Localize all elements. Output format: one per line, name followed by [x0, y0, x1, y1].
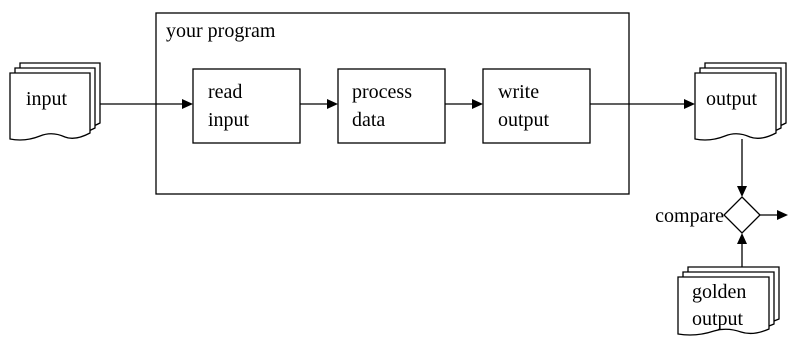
- step-process-data-line2: data: [352, 109, 385, 131]
- arrow-golden-to-compare-head: [737, 233, 747, 244]
- input-doc-label: input: [26, 88, 68, 110]
- golden-output-document-stack: golden output: [677, 266, 780, 336]
- step-write-output: write output: [482, 68, 591, 144]
- step-read-input-box: [192, 68, 301, 144]
- golden-doc-line2: output: [692, 308, 744, 330]
- compare-label: compare: [655, 205, 724, 227]
- step-process-data-line1: process: [352, 81, 412, 103]
- compare-diamond: [723, 196, 761, 234]
- step-write-output-line2: output: [498, 109, 550, 131]
- golden-doc-sheet-front: [677, 276, 770, 336]
- arrow-read-to-process-head: [327, 99, 338, 109]
- step-read-input-line2: input: [208, 109, 250, 131]
- output-document-stack: output: [694, 62, 787, 141]
- input-document-stack: input: [9, 62, 101, 141]
- step-write-output-box: [482, 68, 591, 144]
- arrow-write-to-output-head: [684, 99, 695, 109]
- program-title: your program: [166, 20, 276, 42]
- output-doc-sheet-front: [694, 72, 777, 141]
- arrow-input-to-read-head: [182, 99, 193, 109]
- output-doc-label: output: [706, 88, 758, 110]
- step-read-input: read input: [192, 68, 301, 144]
- golden-doc-line1: golden: [692, 281, 746, 303]
- step-write-output-line1: write: [498, 81, 539, 103]
- arrow-output-to-compare-head: [737, 186, 747, 197]
- step-process-data: process data: [337, 68, 446, 144]
- step-read-input-line1: read: [208, 81, 242, 103]
- arrow-compare-result-head: [777, 210, 788, 220]
- arrow-process-to-write-head: [472, 99, 483, 109]
- step-process-data-box: [337, 68, 446, 144]
- input-doc-sheet-front: [9, 72, 91, 141]
